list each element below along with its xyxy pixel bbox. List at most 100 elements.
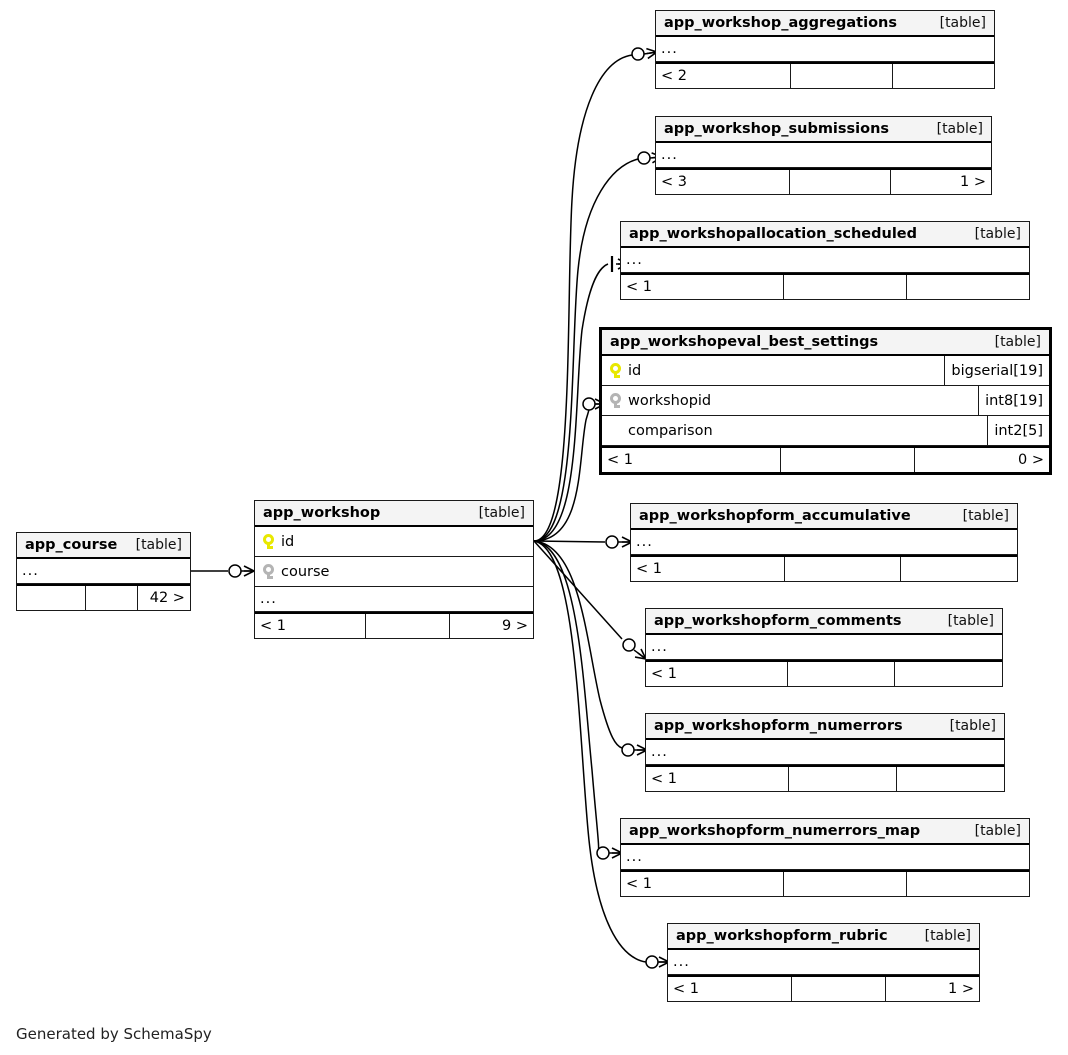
column-row: ... bbox=[646, 635, 1002, 660]
table-header-app_workshop_aggregations: app_workshop_aggregations[table] bbox=[656, 11, 994, 37]
column-row: ... bbox=[17, 559, 190, 584]
column-label: ... bbox=[673, 954, 690, 970]
column-name-cell: ... bbox=[621, 849, 1029, 865]
column-label: ... bbox=[651, 744, 668, 760]
edge-to-eval-best-settings bbox=[533, 403, 591, 542]
footer-right-count bbox=[907, 275, 1029, 299]
footer-left-count: < 3 bbox=[656, 170, 790, 194]
footer-left-count: < 1 bbox=[602, 448, 781, 472]
foreign-key-icon bbox=[610, 393, 621, 408]
footer-right-count bbox=[907, 872, 1029, 896]
footer-right-count bbox=[895, 662, 1002, 686]
column-row: ... bbox=[668, 950, 979, 975]
table-app_workshopallocation_scheduled[interactable]: app_workshopallocation_scheduled[table].… bbox=[620, 221, 1030, 300]
table-type-label: [table] bbox=[974, 822, 1021, 839]
footer-mid-count bbox=[86, 586, 139, 610]
column-row: course bbox=[255, 557, 533, 587]
table-header-app_workshopallocation_scheduled: app_workshopallocation_scheduled[table] bbox=[621, 222, 1029, 248]
footer-mid-count bbox=[792, 977, 886, 1001]
table-type-label: [table] bbox=[924, 927, 971, 944]
edge-to-comments bbox=[533, 540, 623, 640]
column-name-cell: ... bbox=[255, 591, 533, 607]
table-header-app_workshopform_numerrors_map: app_workshopform_numerrors_map[table] bbox=[621, 819, 1029, 845]
footer-right-count: 1 > bbox=[960, 174, 986, 190]
table-app_workshop_aggregations[interactable]: app_workshop_aggregations[table]... < 2 bbox=[655, 10, 995, 89]
footer-left-count: < 1 bbox=[621, 872, 785, 896]
column-row: ... bbox=[621, 248, 1029, 273]
column-name-cell: ... bbox=[631, 534, 1017, 550]
table-header-app_workshopform_rubric: app_workshopform_rubric[table] bbox=[668, 924, 979, 950]
table-app_workshopform_accumulative[interactable]: app_workshopform_accumulative[table]...<… bbox=[630, 503, 1018, 582]
column-label: course bbox=[281, 563, 330, 580]
column-name-cell: ... bbox=[621, 252, 1029, 268]
primary-key-icon bbox=[263, 534, 274, 549]
footer-mid-count bbox=[784, 872, 907, 896]
generator-credit: Generated by SchemaSpy bbox=[16, 1025, 212, 1043]
column-row: ... bbox=[646, 740, 1004, 765]
column-label: comparison bbox=[628, 422, 713, 439]
footer-left-count: < 1 bbox=[621, 275, 785, 299]
column-name-cell: id bbox=[255, 534, 533, 550]
table-header-app_workshopform_comments: app_workshopform_comments[table] bbox=[646, 609, 1002, 635]
column-row: ... bbox=[631, 530, 1017, 555]
footer-right-count: 42 > bbox=[149, 590, 185, 606]
column-type: bigserial[19] bbox=[944, 356, 1049, 385]
table-app_workshopform_comments[interactable]: app_workshopform_comments[table]... < 1 bbox=[645, 608, 1003, 687]
column-label: ... bbox=[651, 639, 668, 655]
table-footer-app_workshopform_comments: < 1 bbox=[646, 660, 1002, 686]
footer-mid-count bbox=[790, 170, 891, 194]
table-name: app_workshop_aggregations bbox=[664, 14, 897, 31]
footer-right-count: 9 > bbox=[501, 618, 528, 634]
table-app_course[interactable]: app_course[table]... 42 > bbox=[16, 532, 191, 611]
column-type: int2[5] bbox=[987, 416, 1049, 445]
table-header-app_course: app_course[table] bbox=[17, 533, 190, 559]
footer-mid-count bbox=[781, 448, 915, 472]
table-app_workshopform_numerrors_map[interactable]: app_workshopform_numerrors_map[table]...… bbox=[620, 818, 1030, 897]
table-footer-app_workshopform_numerrors_map: < 1 bbox=[621, 870, 1029, 896]
table-name: app_course bbox=[25, 536, 118, 553]
table-type-label: [table] bbox=[949, 717, 996, 734]
column-label: ... bbox=[636, 534, 653, 550]
column-label: ... bbox=[661, 147, 678, 163]
column-label: id bbox=[628, 362, 642, 379]
table-name: app_workshopallocation_scheduled bbox=[629, 225, 918, 242]
edge-to-accumulative bbox=[533, 540, 606, 543]
table-type-label: [table] bbox=[478, 504, 525, 521]
edge-to-allocation-scheduled bbox=[533, 263, 609, 542]
footer-right-count bbox=[897, 767, 1004, 791]
footer-left-count: < 1 bbox=[646, 662, 789, 686]
table-header-app_workshopeval_best_settings: app_workshopeval_best_settings[table] bbox=[602, 330, 1049, 356]
column-row: id bbox=[255, 527, 533, 557]
column-label: ... bbox=[626, 849, 643, 865]
footer-mid-count bbox=[789, 767, 897, 791]
footer-mid-count bbox=[791, 64, 893, 88]
footer-right-count: 1 > bbox=[948, 981, 974, 997]
footer-right-count bbox=[893, 64, 994, 88]
table-app_workshopeval_best_settings[interactable]: app_workshopeval_best_settings[table]id b… bbox=[599, 327, 1052, 475]
table-footer-app_course: 42 > bbox=[17, 584, 190, 610]
footer-mid-count bbox=[366, 614, 450, 638]
edge-to-rubric bbox=[533, 540, 647, 963]
column-name-cell: course bbox=[255, 564, 533, 580]
edge-to-numerrors bbox=[533, 540, 623, 749]
column-row: id bigserial[19] bbox=[602, 356, 1049, 386]
column-label: ... bbox=[661, 41, 678, 57]
table-app_workshopform_numerrors[interactable]: app_workshopform_numerrors[table]...< 1 bbox=[645, 713, 1005, 792]
table-type-label: [table] bbox=[936, 120, 983, 137]
column-label: workshopid bbox=[628, 392, 712, 409]
table-footer-app_workshop_aggregations: < 2 bbox=[656, 62, 994, 88]
footer-mid-count bbox=[785, 557, 902, 581]
column-row: comparison int2[5] bbox=[602, 416, 1049, 446]
column-label: ... bbox=[260, 591, 277, 607]
column-name-cell: ... bbox=[17, 563, 190, 579]
column-label: ... bbox=[626, 252, 643, 268]
table-name: app_workshopform_comments bbox=[654, 612, 902, 629]
primary-key-icon bbox=[610, 363, 621, 378]
column-name-cell: ... bbox=[656, 41, 994, 57]
footer-mid-count bbox=[784, 275, 907, 299]
